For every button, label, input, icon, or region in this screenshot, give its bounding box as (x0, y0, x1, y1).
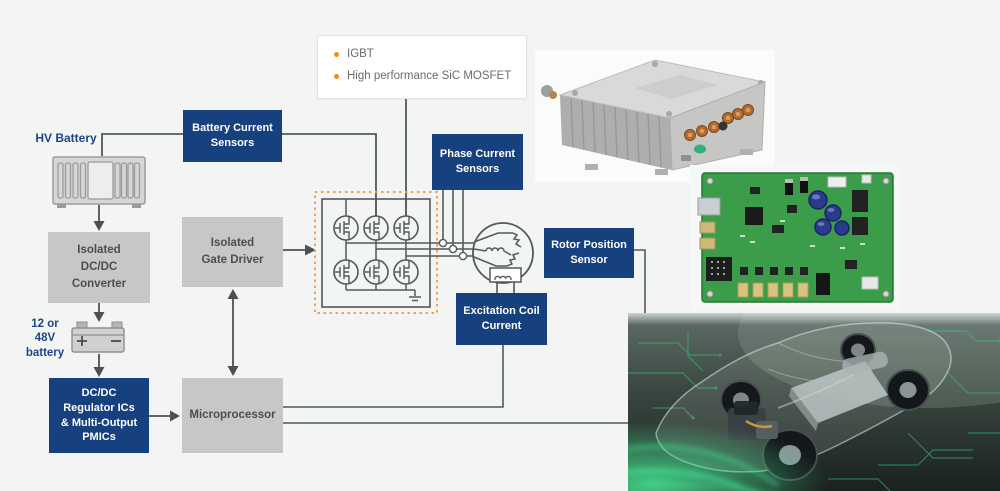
motor-icon (472, 222, 534, 295)
inverter-bridge (314, 191, 438, 314)
hv-battery-icon (52, 156, 146, 208)
isolated-gate-driver-box: Isolated Gate Driver (182, 217, 283, 287)
rotor-position-sensor-box: Rotor Position Sensor (544, 228, 634, 278)
lv-battery-icon (71, 321, 125, 353)
battery-current-sensors-box: Battery Current Sensors (183, 110, 282, 162)
arrow-hvbattery-to-dcdc (93, 205, 105, 231)
arrow-dcdc-to-lvbattery (93, 303, 105, 322)
mosfet-icon (363, 215, 389, 241)
mosfet-icon (333, 215, 359, 241)
legend-item-label: IGBT (347, 48, 374, 60)
lv-battery-label: 12 or 48V battery (25, 318, 65, 359)
motor-control-pcb-photo (690, 165, 900, 310)
hv-battery-label: HV Battery (35, 131, 97, 145)
isolated-dcdc-converter-box: Isolated DC/DC Converter (48, 232, 150, 303)
phase-sensor-nodes (438, 238, 468, 261)
connector-icons (681, 104, 754, 161)
arrow-lvbattery-to-regulator (93, 354, 105, 377)
inverter-module-photo (535, 50, 775, 182)
legend-item: IGBT (334, 47, 520, 62)
excitation-coil-current-box: Excitation Coil Current (456, 293, 547, 345)
legend-item-label: High performance SiC MOSFET (347, 69, 512, 82)
bullet-icon (334, 52, 339, 57)
wire-excitation-to-microprocessor (283, 345, 504, 408)
arrow-gatedriver-microprocessor-bidirectional (227, 289, 239, 376)
arrow-gatedriver-to-bridge (283, 244, 316, 256)
phase-sensor-taps (442, 190, 464, 256)
capacitor-icons (808, 190, 850, 236)
mosfet-icon (393, 259, 419, 285)
mosfet-icon (363, 259, 389, 285)
mosfet-icon (393, 215, 419, 241)
ev-chassis-photo (628, 313, 1000, 491)
dcdc-regulator-pmics-box: DC/DC Regulator ICs & Multi-Output PMICs (49, 378, 149, 453)
microprocessor-box: Microprocessor (182, 378, 283, 453)
legend-box: IGBT High performance SiC MOSFET (317, 35, 527, 99)
mosfet-icon (333, 259, 359, 285)
bullet-icon (334, 73, 339, 79)
legend-item: High performance SiC MOSFET (334, 69, 520, 84)
arrow-regulator-to-microprocessor (149, 410, 180, 422)
phase-current-sensors-box: Phase Current Sensors (432, 134, 523, 190)
